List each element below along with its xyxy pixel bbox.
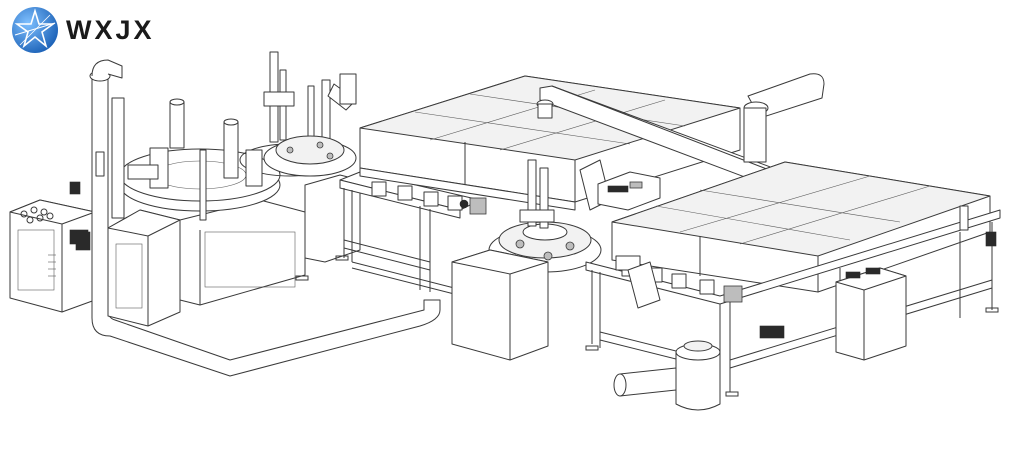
brand-logo: WXJX xyxy=(10,4,155,56)
oven-bank-right xyxy=(611,161,991,293)
valve-blocks-right xyxy=(759,205,997,339)
floor-feet xyxy=(295,255,999,397)
electrical-cabinet-left xyxy=(9,199,96,313)
control-cabinet-right xyxy=(835,267,907,361)
base-cabinet-left xyxy=(107,199,306,327)
control-panel-middle xyxy=(597,171,661,211)
station-row-right xyxy=(615,255,743,309)
tooling-left xyxy=(69,51,357,251)
left-module xyxy=(9,51,441,377)
dust-collector xyxy=(613,340,721,411)
middle-module xyxy=(339,75,741,361)
cabinet-center xyxy=(451,249,549,361)
right-module xyxy=(585,161,1001,411)
station-row-middle xyxy=(371,181,487,215)
brand-name: WXJX xyxy=(66,14,155,45)
star-globe-icon xyxy=(12,7,58,53)
